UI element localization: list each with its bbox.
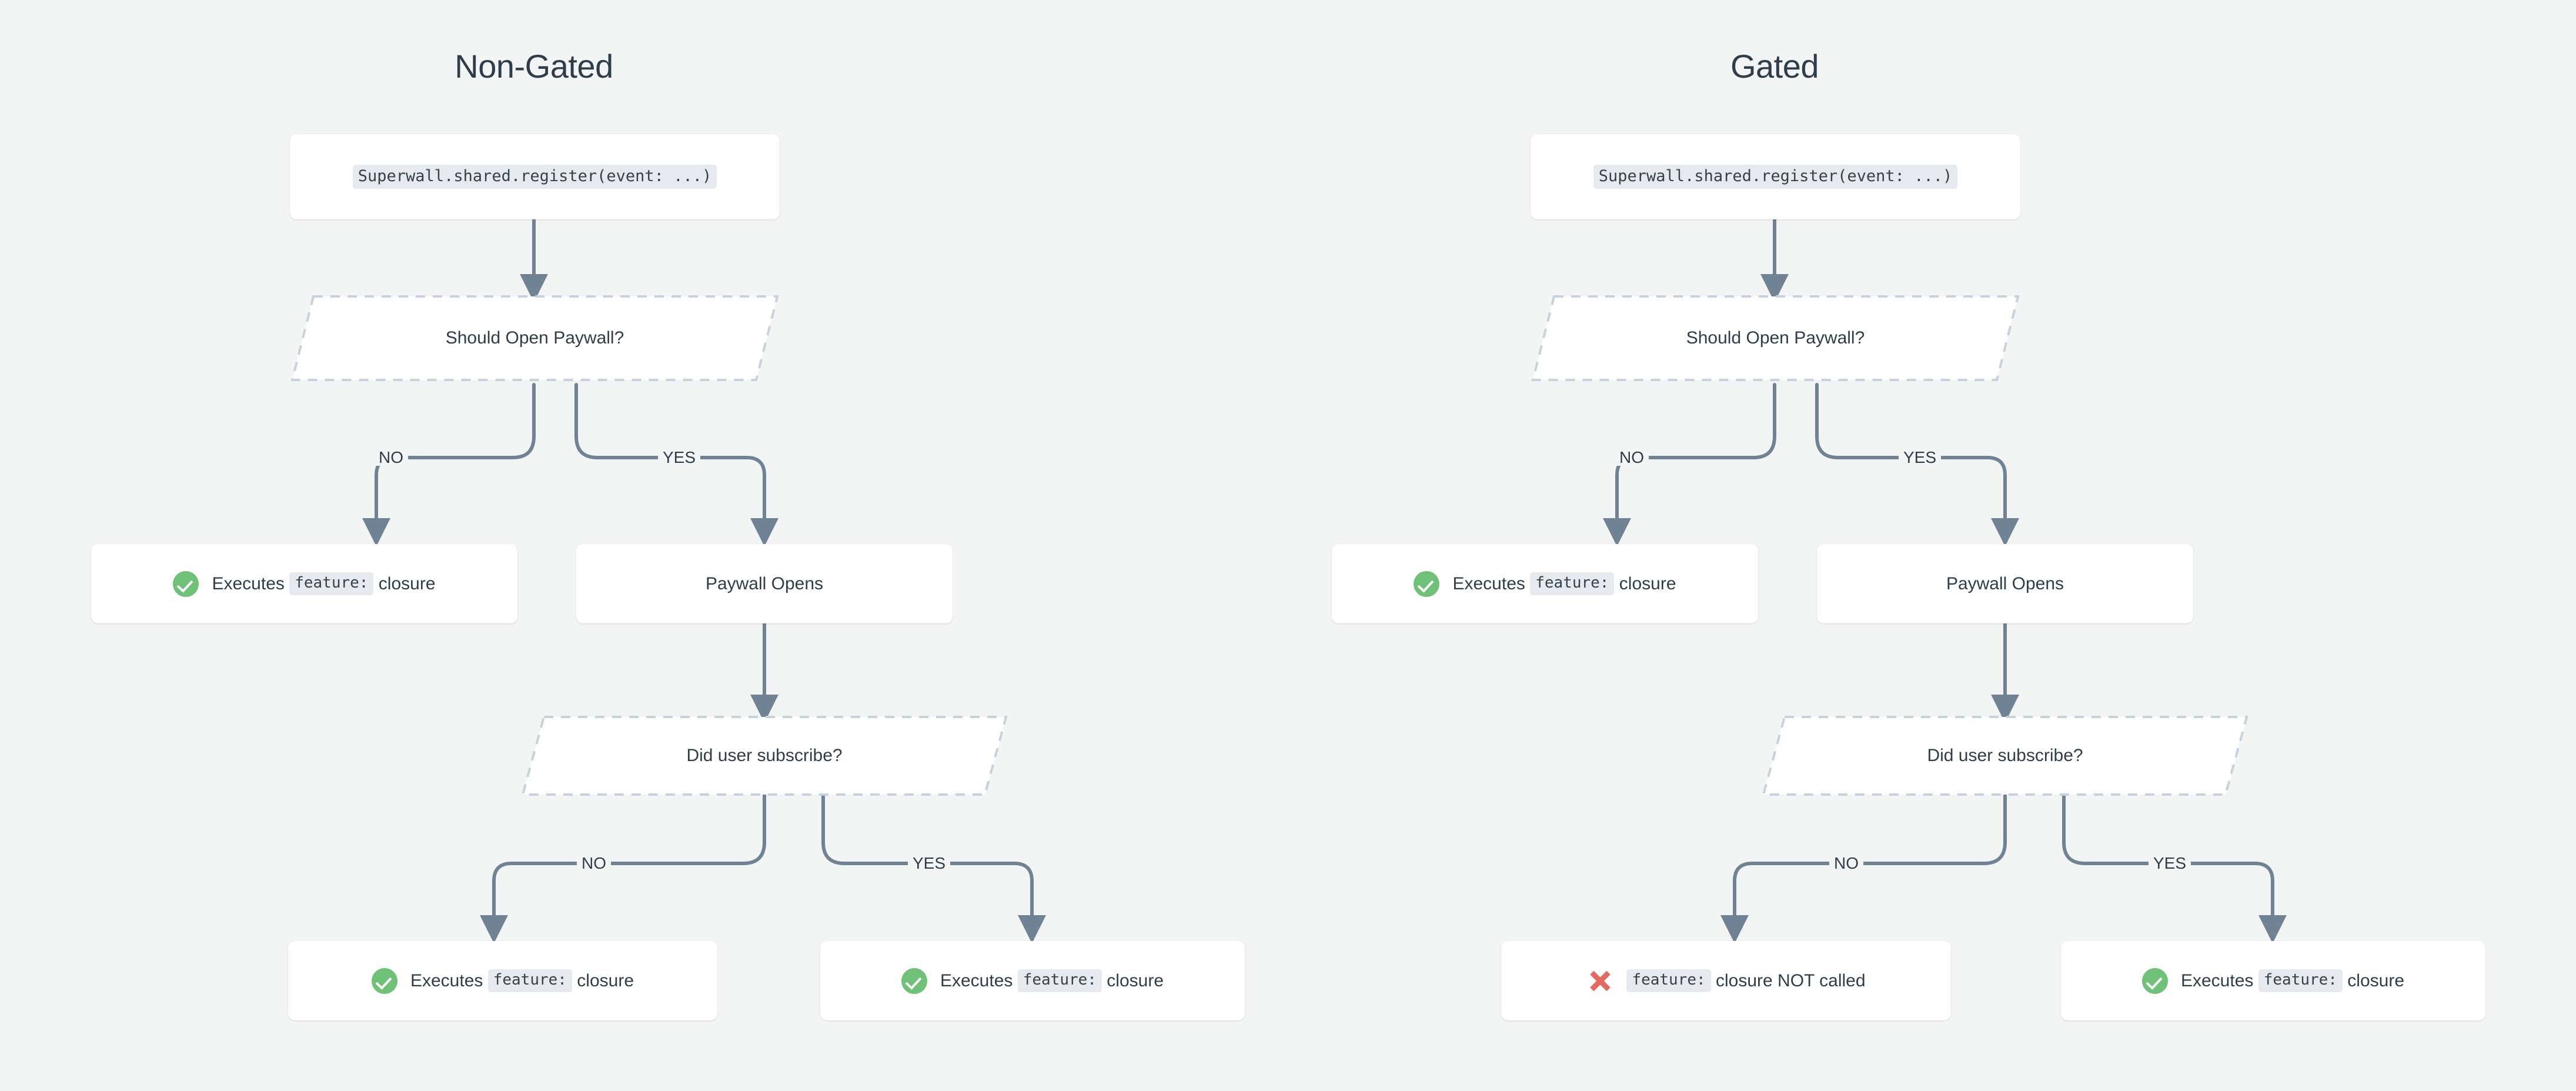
check-circle-icon	[371, 967, 397, 994]
node-decision-should-open-paywall-left[interactable]: Should Open Paywall?	[290, 294, 780, 382]
node-sub-no-right-label: feature: closure NOT called	[1586, 967, 1866, 995]
text-prefix: Executes	[410, 970, 488, 990]
node-decision2-left-label: Did user subscribe?	[686, 746, 843, 765]
code-snippet-feature: feature:	[2258, 969, 2343, 992]
node-decision-did-user-subscribe-left[interactable]: Did user subscribe?	[520, 715, 1008, 797]
edge-decision2-no-left	[480, 793, 766, 943]
edge-label-no-right: NO	[1615, 449, 1649, 466]
node-sub-yes-right-label: Executes feature: closure	[2141, 967, 2404, 994]
edge-label-sub-yes-left: YES	[907, 855, 951, 872]
column-title-gated: Gated	[1730, 48, 1819, 85]
node-sub-yes-right[interactable]: Executes feature: closure	[2061, 941, 2485, 1020]
code-snippet-feature: feature:	[1017, 969, 1102, 992]
code-snippet-feature: feature:	[1530, 572, 1615, 595]
node-decision-right-label: Should Open Paywall?	[1686, 328, 1865, 348]
node-sub-yes-left[interactable]: Executes feature: closure	[820, 941, 1245, 1020]
node-decision2-right-label: Did user subscribe?	[1927, 746, 2083, 765]
node-no-branch-right[interactable]: Executes feature: closure	[1332, 544, 1758, 623]
check-circle-icon	[2141, 967, 2168, 994]
node-no-branch-left-label: Executes feature: closure	[173, 570, 436, 597]
text-suffix: closure	[1101, 970, 1164, 990]
node-no-branch-left[interactable]: Executes feature: closure	[91, 544, 517, 623]
node-paywall-opens-right-label: Paywall Opens	[1946, 573, 2064, 593]
text-suffix: closure	[572, 970, 634, 990]
text-prefix: Executes	[2180, 970, 2258, 990]
node-sub-yes-left-label: Executes feature: closure	[901, 967, 1164, 994]
code-snippet-feature: feature:	[289, 572, 374, 595]
text-suffix: closure	[1614, 573, 1676, 593]
check-circle-icon	[173, 570, 199, 597]
trapezoid-shape	[290, 294, 780, 382]
text-prefix: Executes	[212, 573, 290, 593]
text-suffix: closure NOT called	[1710, 970, 1866, 990]
node-sub-no-left-label: Executes feature: closure	[371, 967, 634, 994]
x-mark-icon	[1586, 967, 1613, 995]
edge-label-no-left: NO	[374, 449, 408, 466]
column-title-non-gated: Non-Gated	[455, 48, 613, 85]
code-snippet-register-right: Superwall.shared.register(event: ...)	[1593, 165, 1958, 189]
edge-label-sub-no-right: NO	[1829, 855, 1863, 872]
node-paywall-opens-left-label: Paywall Opens	[705, 573, 824, 593]
node-paywall-opens-right[interactable]: Paywall Opens	[1817, 544, 2193, 623]
node-entry-right[interactable]: Superwall.shared.register(event: ...)	[1531, 134, 2020, 219]
node-paywall-opens-left[interactable]: Paywall Opens	[576, 544, 953, 623]
node-sub-no-left[interactable]: Executes feature: closure	[288, 941, 717, 1020]
text-suffix: closure	[2342, 970, 2404, 990]
node-entry-left-label: Superwall.shared.register(event: ...)	[352, 165, 717, 189]
check-circle-icon	[1414, 570, 1440, 597]
node-no-branch-right-label: Executes feature: closure	[1414, 570, 1676, 597]
node-entry-right-label: Superwall.shared.register(event: ...)	[1593, 165, 1958, 189]
node-decision-should-open-paywall-right[interactable]: Should Open Paywall?	[1531, 294, 2020, 382]
code-snippet-feature: feature:	[487, 969, 572, 992]
trapezoid-shape	[1761, 715, 2249, 797]
edge-label-sub-yes-right: YES	[2148, 855, 2191, 872]
code-snippet-register-left: Superwall.shared.register(event: ...)	[352, 165, 717, 189]
edge-label-sub-no-left: NO	[577, 855, 611, 872]
edge-label-yes-right: YES	[1898, 449, 1942, 466]
code-snippet-feature: feature:	[1626, 969, 1711, 992]
node-entry-left[interactable]: Superwall.shared.register(event: ...)	[290, 134, 780, 219]
check-circle-icon	[901, 967, 927, 994]
node-decision-left-label: Should Open Paywall?	[445, 328, 624, 348]
text-suffix: closure	[373, 573, 436, 593]
trapezoid-shape	[1531, 294, 2020, 382]
trapezoid-shape	[520, 715, 1008, 797]
edge-decision2-no-right	[1720, 793, 2007, 943]
edge-label-yes-left: YES	[657, 449, 701, 466]
text-prefix: Executes	[1452, 573, 1531, 593]
node-sub-no-right[interactable]: feature: closure NOT called	[1501, 941, 1951, 1020]
node-decision-did-user-subscribe-right[interactable]: Did user subscribe?	[1761, 715, 2249, 797]
text-prefix: Executes	[940, 970, 1018, 990]
